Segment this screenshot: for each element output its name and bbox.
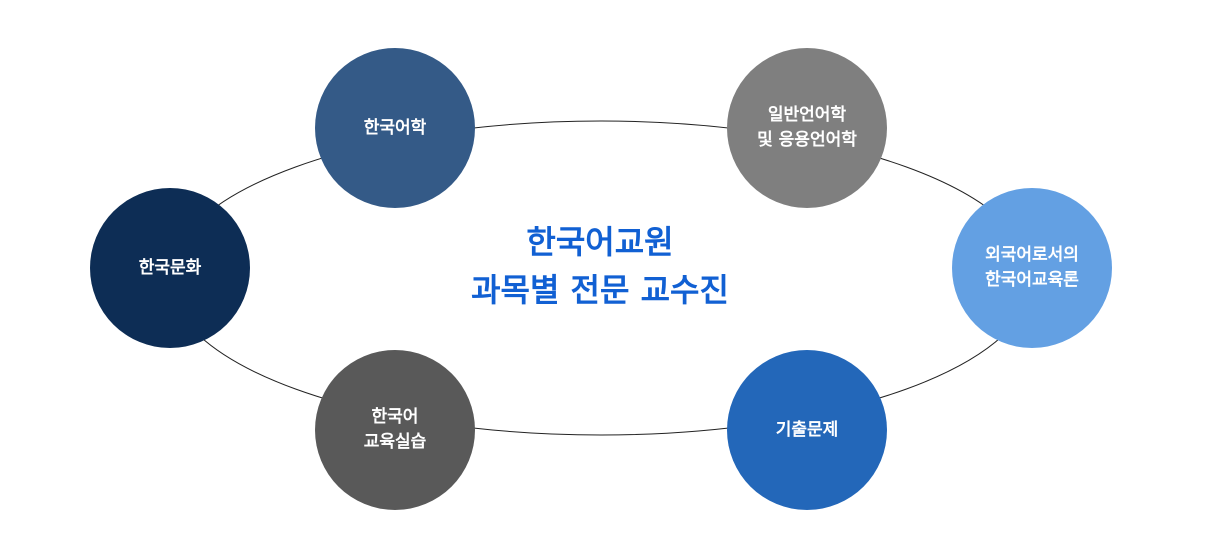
title-line-2: 과목별 전문 교수진 [471,271,729,309]
diagram-title: 한국어교원 과목별 전문 교수진 [400,218,800,314]
subject-label: 한국어 교육실습 [363,407,427,452]
subject-label: 일반언어학 및 응용언어학 [757,105,857,150]
subject-korean-as-foreign-language-pedagogy: 외국어로서의 한국어교육론 [952,188,1112,348]
subject-general-applied-linguistics: 일반언어학 및 응용언어학 [727,48,887,208]
subject-korean-linguistics: 한국어학 [315,48,475,208]
subject-label: 외국어로서의 한국어교육론 [985,245,1079,290]
title-line-1: 한국어교원 [526,223,674,261]
subject-label: 한국어학 [363,117,427,138]
subject-past-exams: 기출문제 [727,350,887,510]
subject-label: 기출문제 [775,419,839,440]
subject-korean-culture: 한국문화 [90,188,250,348]
subject-label: 한국문화 [138,257,202,278]
subject-teaching-practicum: 한국어 교육실습 [315,350,475,510]
